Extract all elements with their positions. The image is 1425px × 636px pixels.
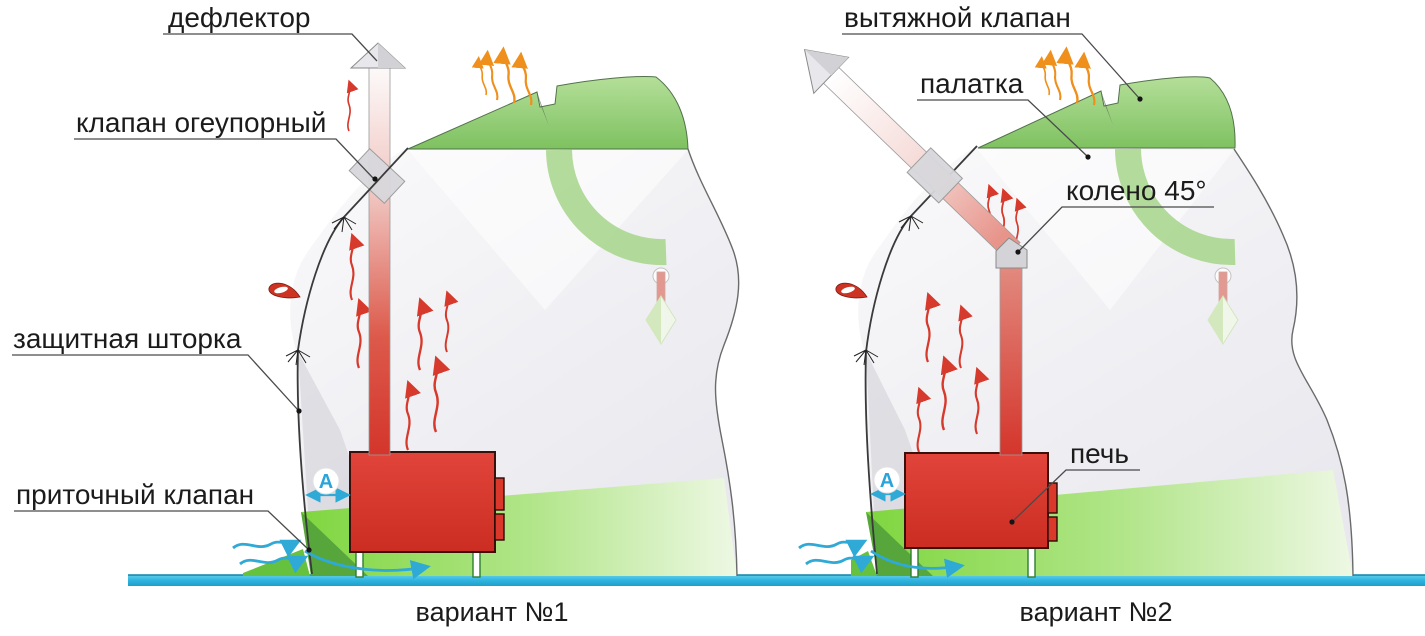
- thermometer-icon: [645, 267, 677, 345]
- stove-body: [904, 452, 1049, 549]
- exhaust-arrow-icon: [1050, 54, 1060, 100]
- variant1-caption: вариант №1: [416, 597, 569, 627]
- exhaust-arrow-icon: [487, 54, 497, 100]
- stove-door-hinge: [1047, 516, 1058, 542]
- label-tent: палатка: [917, 68, 1091, 160]
- ventilation-arc: [546, 149, 667, 266]
- label-elbow-45: колено 45°: [1015, 175, 1214, 255]
- fireproof-collar: [906, 147, 964, 204]
- floor-shadow-wedge: [301, 512, 368, 576]
- stove-body: [349, 451, 496, 553]
- dimension-a-label: A: [319, 471, 333, 493]
- intake-arrows: [233, 542, 431, 580]
- tent-tie: [285, 216, 357, 366]
- labels: дефлектор клапан огеупорный защитная што…: [12, 2, 1214, 627]
- label-fireproof-valve: клапан огеупорный: [74, 107, 378, 182]
- vent-flap-icon: [835, 282, 868, 299]
- variant2-group: A: [787, 49, 1354, 578]
- label-intake-valve: приточный клапан: [14, 479, 312, 553]
- label-tent-text: палатка: [920, 68, 1024, 99]
- label-deflector-text: дефлектор: [168, 2, 310, 33]
- exhaust-arrows: [479, 51, 532, 105]
- fireproof-collar: [348, 147, 406, 205]
- intake-arrow-icon: [870, 549, 965, 578]
- ground-strip: [128, 574, 1425, 586]
- exhaust-arrows: [1042, 51, 1095, 105]
- ground-ledge: [243, 549, 310, 576]
- dimension-a-badge: A: [870, 466, 906, 502]
- stove-leg: [355, 551, 364, 578]
- tent-facet-light: [408, 150, 688, 310]
- stove-leg: [910, 547, 919, 578]
- label-exhaust-valve: вытяжной клапан: [842, 2, 1143, 102]
- exhaust-arrow-icon: [1066, 51, 1077, 103]
- vent-notch-shadow: [1101, 91, 1113, 125]
- vent-notch-shadow: [537, 92, 549, 126]
- tent-top-vent-band: [407, 75, 689, 150]
- exhaust-arrow-icon: [479, 59, 487, 95]
- tent-floor: [866, 470, 1353, 576]
- leader-dot: [372, 176, 378, 182]
- deflector-icon: [349, 42, 407, 69]
- label-stove-text: печь: [1070, 438, 1129, 469]
- label-deflector: дефлектор: [163, 2, 378, 62]
- label-intake-valve-text: приточный клапан: [16, 479, 254, 510]
- stove: [904, 452, 1058, 578]
- dimension-a-label: A: [880, 470, 894, 492]
- stove-leg: [1027, 547, 1036, 578]
- label-protective-curtain-text: защитная шторка: [13, 323, 242, 354]
- tent-facet-light: [977, 149, 1234, 310]
- chimney-pipe: [368, 59, 391, 456]
- chimney-pipe: [999, 265, 1023, 456]
- heat-arrow-icon: [348, 83, 350, 131]
- intake-arrow-icon: [304, 549, 431, 580]
- exhaust-arrow-icon: [503, 51, 514, 103]
- label-protective-curtain: защитная шторка: [12, 323, 302, 414]
- stove-door-hinge: [494, 513, 505, 541]
- tent-tie: [853, 215, 924, 366]
- tent-right-edge: [687, 148, 740, 577]
- label-elbow-45-text: колено 45°: [1066, 175, 1207, 206]
- elbow-45-joint: [995, 237, 1028, 269]
- water-strip: [128, 575, 1425, 586]
- tent-right-edge: [1233, 148, 1354, 577]
- leader-dot: [296, 408, 302, 414]
- leader-dot: [1137, 96, 1143, 102]
- deflector-shade: [804, 49, 849, 76]
- leader-dot: [1085, 154, 1091, 160]
- stove: [349, 451, 505, 578]
- label-fireproof-valve-text: клапан огеупорный: [76, 107, 326, 138]
- leader-dot: [1009, 519, 1015, 525]
- intake-arrows: [799, 542, 965, 578]
- label-exhaust-valve-text: вытяжной клапан: [844, 2, 1071, 33]
- intake-arrow-icon: [233, 542, 297, 548]
- stove-leg: [472, 551, 481, 578]
- stove-door-hinge: [1047, 482, 1058, 514]
- intake-arrow-icon: [799, 542, 863, 548]
- dimension-a-badge: A: [305, 467, 351, 503]
- stove-door-hinge: [494, 477, 505, 511]
- thermometer-icon: [1207, 267, 1239, 345]
- label-stove: печь: [1009, 438, 1140, 525]
- leader-dot: [1015, 249, 1021, 255]
- leader-dot: [306, 547, 312, 553]
- tent-top-vent-band: [977, 76, 1236, 149]
- ground-ledge: [851, 551, 877, 576]
- vent-flap-icon: [268, 282, 301, 299]
- variant1-group: A: [233, 42, 740, 580]
- exhaust-arrow-icon: [1042, 59, 1050, 95]
- ventilation-arc: [1115, 148, 1236, 266]
- variant2-caption: вариант №2: [1020, 597, 1173, 627]
